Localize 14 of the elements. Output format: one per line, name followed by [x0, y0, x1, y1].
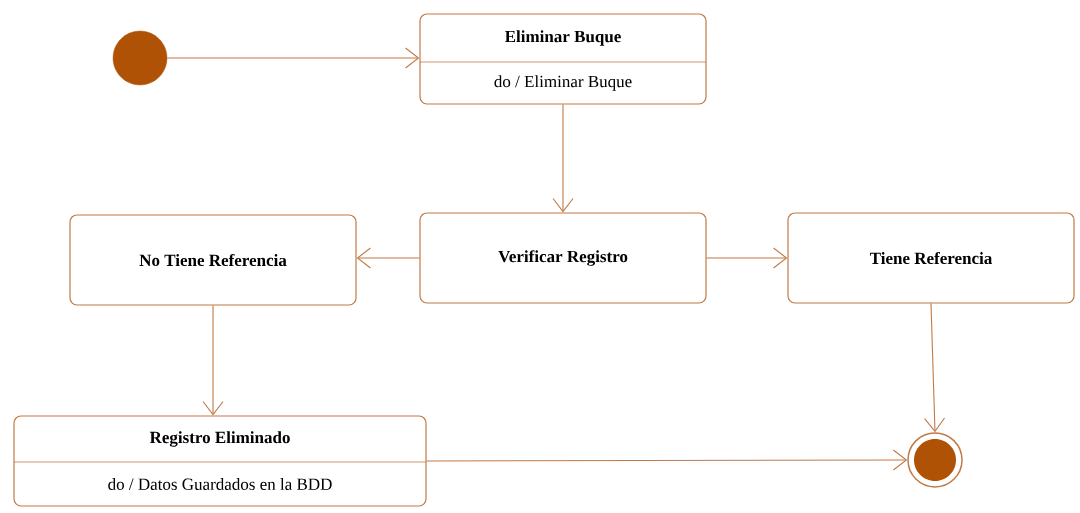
arrow: [706, 247, 788, 269]
state-box: Eliminar Buque do / Eliminar Buque: [419, 13, 707, 105]
arrow: [356, 247, 420, 269]
arrow: [166, 47, 420, 69]
arrow: [202, 305, 224, 416]
arrow: [924, 303, 946, 433]
state-box: Registro Eliminado do / Datos Guardados en la BDD: [13, 415, 427, 507]
state-box: Tiene Referencia: [787, 212, 1075, 304]
arrow: [552, 104, 574, 213]
final-state: [907, 432, 963, 488]
initial-state: [112, 30, 168, 86]
state-box: Verificar Registro: [419, 212, 707, 304]
arrow: [426, 449, 908, 471]
state-box: No Tiene Referencia: [69, 214, 357, 306]
